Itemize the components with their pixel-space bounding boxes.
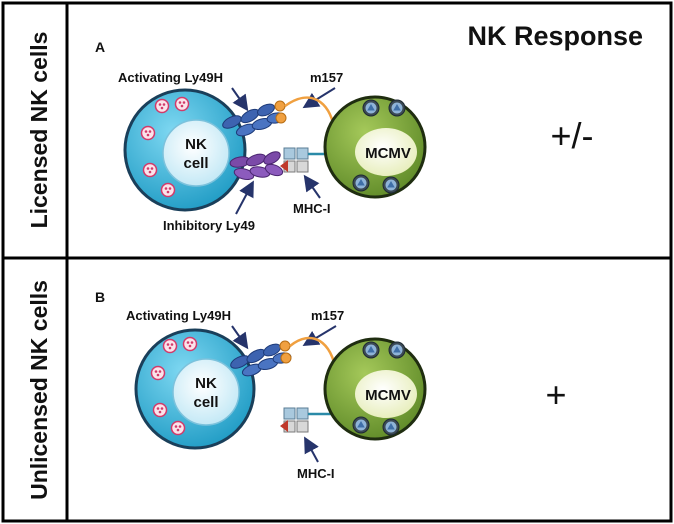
granule-icon bbox=[152, 402, 168, 418]
virion-icon bbox=[362, 99, 380, 117]
arrow-ligand-a bbox=[302, 87, 336, 109]
response-a: +/- bbox=[550, 115, 593, 156]
nk-label-b-line2: cell bbox=[193, 394, 218, 411]
virion-icon bbox=[388, 341, 406, 359]
m157-bead-b bbox=[280, 352, 292, 364]
arrow-activating-b bbox=[231, 325, 249, 350]
arrow-mhc-a bbox=[303, 174, 321, 199]
granule-icon bbox=[162, 338, 178, 354]
panel-a: A Activating Ly49H m157 Inhibitory Ly49 … bbox=[95, 39, 594, 233]
virion-icon bbox=[382, 418, 400, 436]
panel-b: B Activating Ly49H m157 MHC-I NK cell bbox=[95, 289, 567, 481]
granule-icon bbox=[174, 96, 190, 112]
ligand-label-b: m157 bbox=[311, 308, 344, 323]
virion-icon bbox=[362, 341, 380, 359]
nk-nucleus-b bbox=[172, 358, 240, 426]
arrow-activating-a bbox=[231, 87, 249, 112]
granule-icon bbox=[150, 365, 166, 381]
mhc-complex-b bbox=[280, 407, 332, 433]
nk-nucleus-a bbox=[162, 119, 230, 187]
page-title: NK Response bbox=[467, 21, 643, 51]
activating-label-b: Activating Ly49H bbox=[126, 308, 231, 323]
granule-icon bbox=[142, 162, 158, 178]
row-label-unlicensed: Unlicensed NK cells bbox=[26, 280, 52, 500]
nk-label-a-line1: NK bbox=[185, 136, 207, 153]
virion-icon bbox=[388, 99, 406, 117]
row-label-licensed: Licensed NK cells bbox=[26, 32, 52, 229]
virion-icon bbox=[352, 174, 370, 192]
arrow-ligand-b bbox=[302, 325, 337, 347]
m157-bead-a bbox=[274, 100, 286, 112]
mcmv-label-a: MCMV bbox=[365, 145, 411, 162]
m157-bead-b bbox=[279, 340, 291, 352]
nk-label-b-line1: NK bbox=[195, 375, 217, 392]
mcmv-nucleus-b bbox=[355, 370, 417, 418]
panel-letter-a: A bbox=[95, 39, 105, 55]
arrow-mhc-b bbox=[304, 436, 319, 463]
panel-letter-b: B bbox=[95, 289, 105, 305]
granule-icon bbox=[170, 420, 186, 436]
response-b: + bbox=[545, 374, 566, 415]
inhibitory-label-a: Inhibitory Ly49 bbox=[163, 218, 255, 233]
granule-icon bbox=[182, 336, 198, 352]
inhibitory-receptor-a bbox=[229, 151, 284, 180]
virion-icon bbox=[382, 176, 400, 194]
mcmv-label-b: MCMV bbox=[365, 387, 411, 404]
granule-icon bbox=[154, 98, 170, 114]
arrow-inhibitory-a bbox=[235, 180, 254, 215]
activating-label-a: Activating Ly49H bbox=[118, 70, 223, 85]
granule-icon bbox=[140, 125, 156, 141]
mhc-label-a: MHC-I bbox=[293, 201, 331, 216]
virion-icon bbox=[352, 416, 370, 434]
ligand-label-a: m157 bbox=[310, 70, 343, 85]
m157-bead-a bbox=[275, 112, 287, 124]
nk-label-a-line2: cell bbox=[183, 155, 208, 172]
mcmv-nucleus-a bbox=[355, 128, 417, 176]
mhc-label-b: MHC-I bbox=[297, 466, 335, 481]
granule-icon bbox=[160, 182, 176, 198]
